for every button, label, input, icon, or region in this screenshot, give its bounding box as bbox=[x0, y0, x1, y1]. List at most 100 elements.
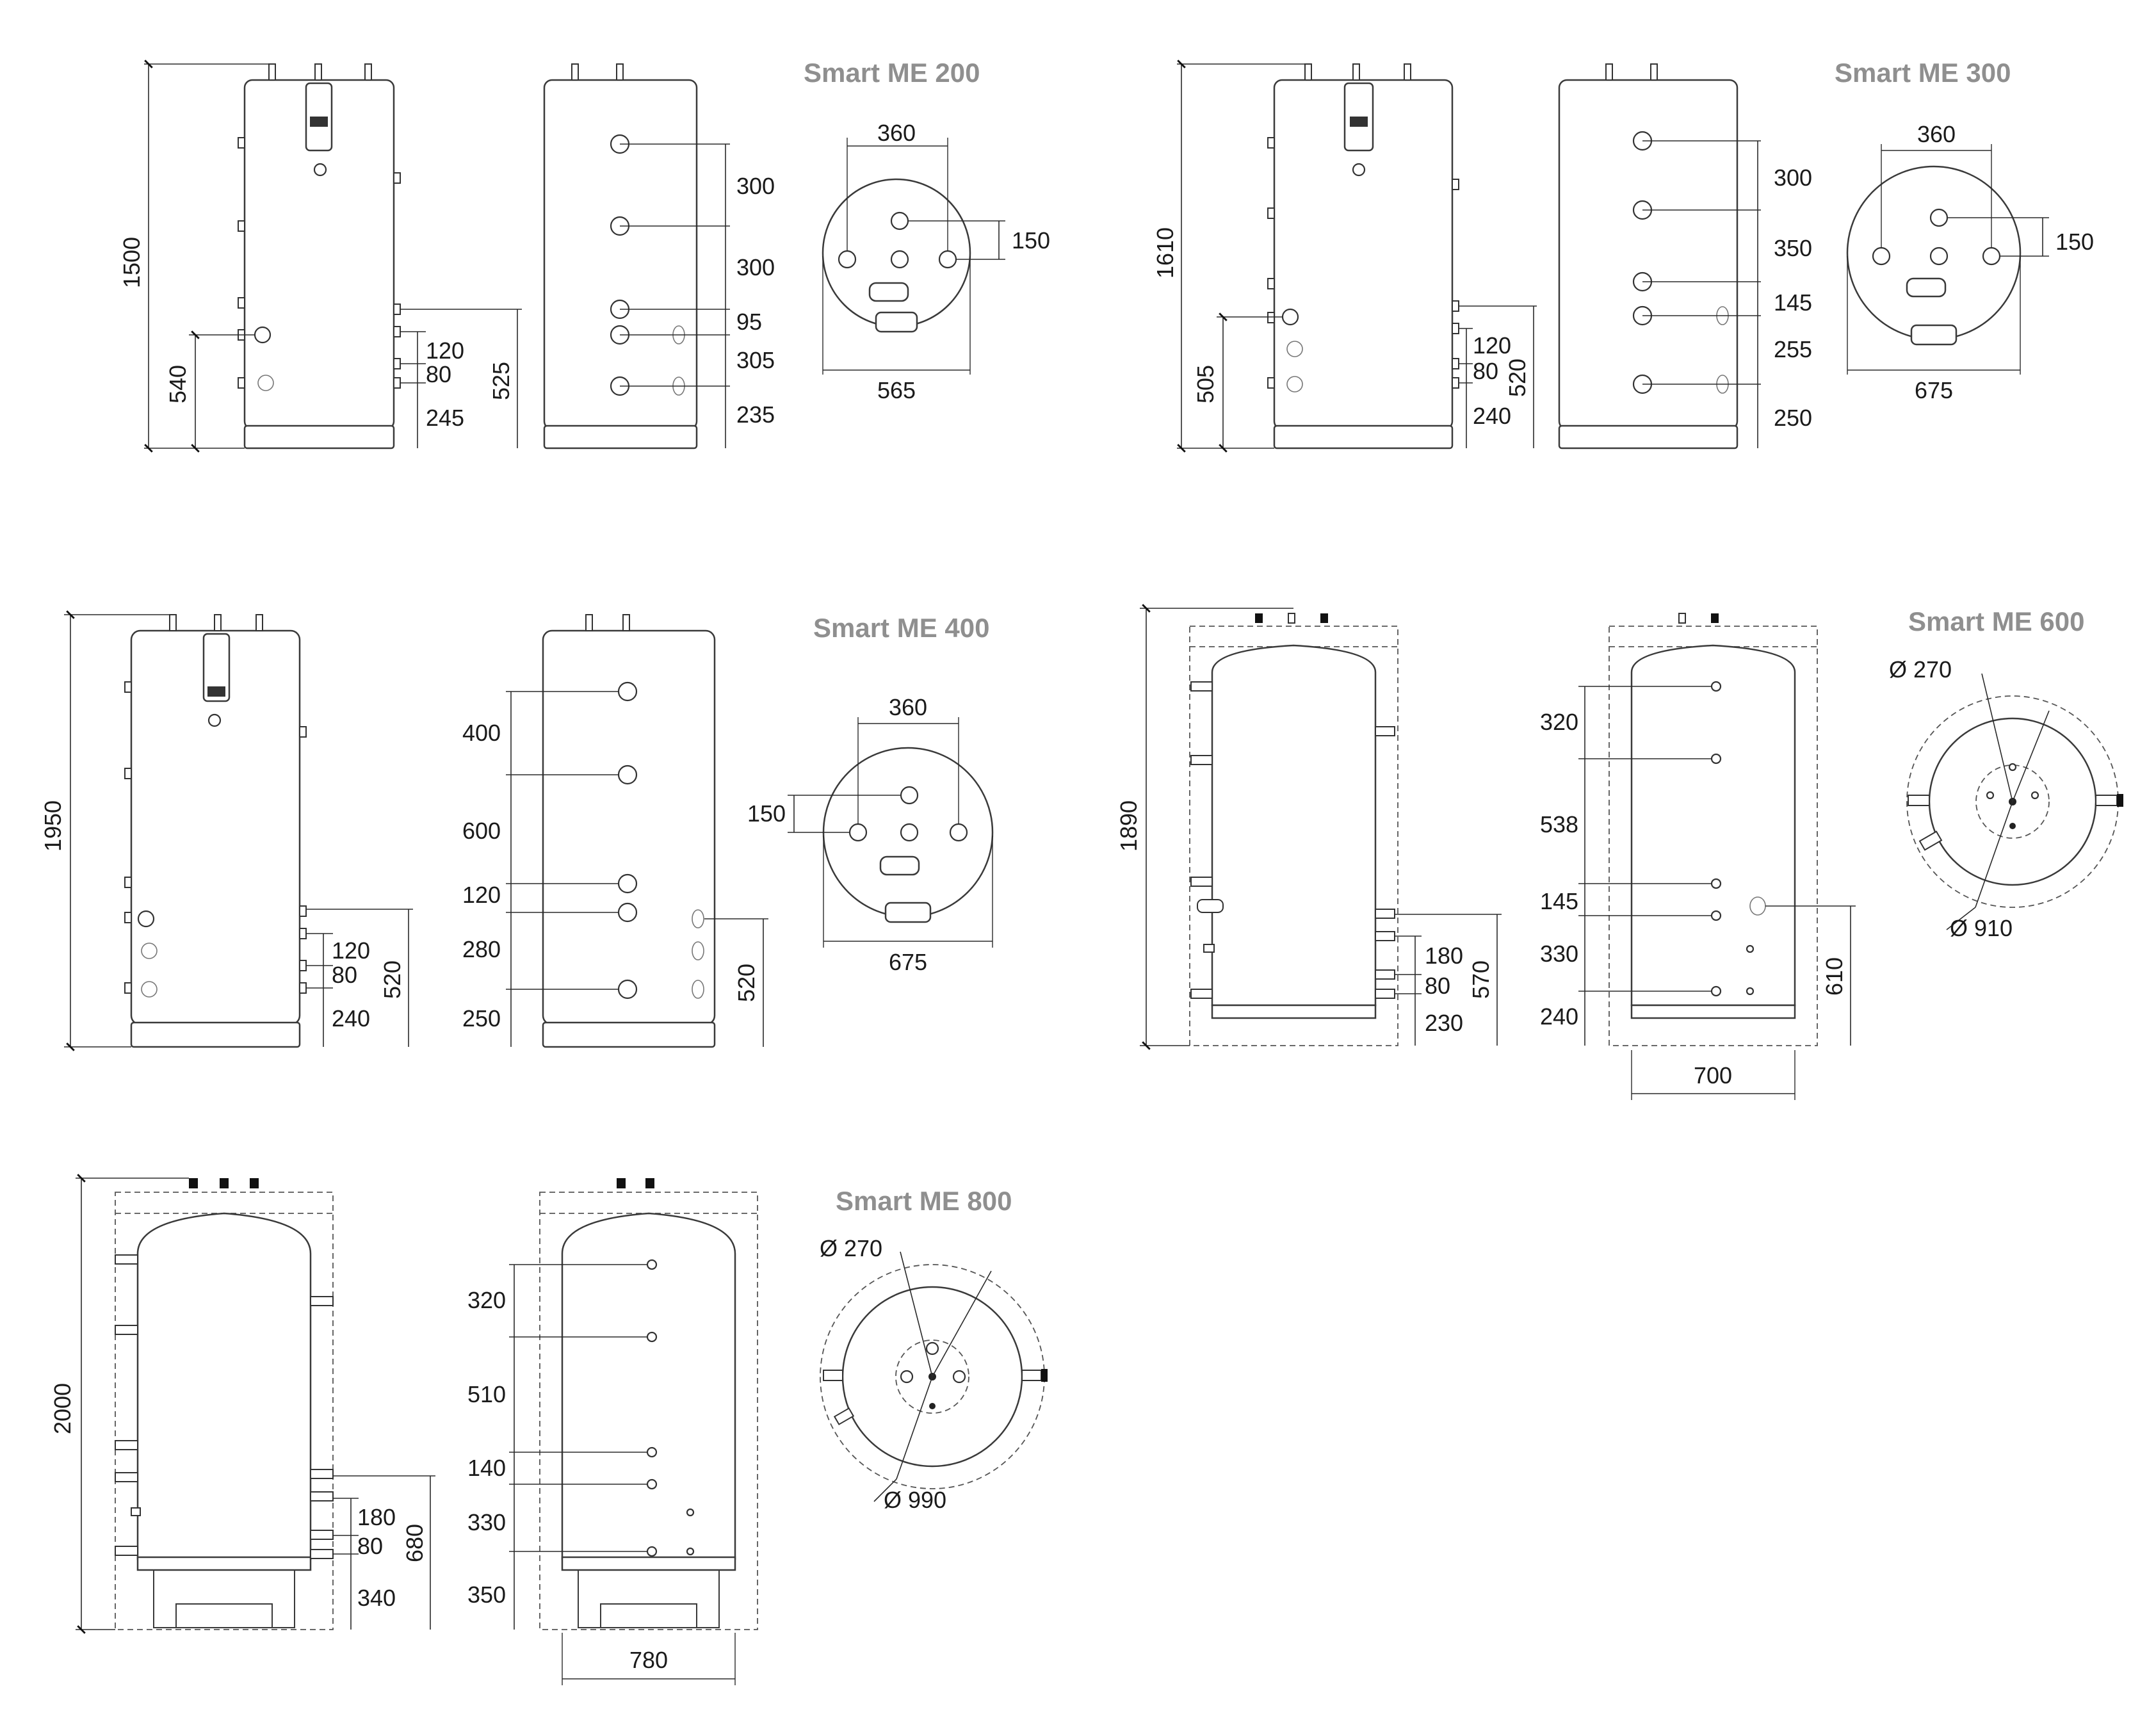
side-connection bbox=[1267, 207, 1275, 219]
leader-line bbox=[900, 1251, 933, 1377]
side-label: 330 bbox=[1540, 941, 1578, 967]
diameter-label: 565 bbox=[877, 377, 916, 403]
top-connection bbox=[255, 614, 263, 631]
top-view: 360 150 565 bbox=[822, 120, 1050, 403]
port-circle bbox=[1746, 987, 1755, 996]
side-connection bbox=[310, 1491, 334, 1502]
offset-label: 150 bbox=[2055, 229, 2094, 255]
side-connection bbox=[1190, 681, 1213, 692]
side-label: 320 bbox=[1540, 709, 1578, 735]
side-connection bbox=[1267, 137, 1275, 149]
model-me400: Smart ME 400 1950 bbox=[40, 610, 994, 1051]
port-circle bbox=[254, 326, 272, 344]
manhole-outline bbox=[1975, 765, 2050, 839]
insulation-outline bbox=[539, 1192, 758, 1630]
top-connection bbox=[314, 63, 322, 81]
top-connection bbox=[250, 1178, 259, 1188]
side-connection bbox=[823, 1370, 843, 1381]
top-connection bbox=[645, 1178, 654, 1188]
top-connection bbox=[220, 1178, 229, 1188]
right-label: 340 bbox=[357, 1585, 396, 1611]
side-label: 350 bbox=[1774, 235, 1812, 261]
control-box bbox=[875, 311, 918, 333]
side-label: 600 bbox=[462, 818, 501, 844]
side-connection bbox=[1452, 179, 1459, 190]
heater-flange bbox=[879, 855, 920, 876]
inlet-label: 540 bbox=[165, 365, 191, 403]
side-connection bbox=[310, 1530, 334, 1540]
top-connection bbox=[1605, 63, 1613, 81]
tank-stand bbox=[175, 1603, 273, 1628]
height-label: 1500 bbox=[118, 237, 145, 288]
port-side bbox=[692, 980, 704, 999]
top-connection bbox=[1320, 613, 1328, 623]
port-circle bbox=[1929, 208, 1949, 227]
tank-base bbox=[1558, 425, 1739, 449]
side-connection bbox=[1267, 377, 1275, 389]
control-panel bbox=[202, 633, 231, 702]
port-side bbox=[692, 941, 704, 960]
side-connection bbox=[115, 1254, 138, 1265]
top-connection bbox=[571, 63, 579, 81]
port-circle bbox=[1986, 791, 1995, 800]
right-label: 240 bbox=[1473, 403, 1511, 429]
top-view: Ø 270 Ø 990 bbox=[820, 1235, 1048, 1513]
manhole-outline bbox=[895, 1340, 969, 1414]
inner-diameter-label: Ø 270 bbox=[1889, 656, 1952, 683]
top-view: 360 150 675 bbox=[1846, 121, 2094, 403]
port-circle bbox=[1286, 341, 1303, 357]
side-connection bbox=[393, 304, 401, 315]
side-label: 145 bbox=[1774, 289, 1812, 316]
top-connection bbox=[1711, 613, 1719, 623]
width-label: 360 bbox=[1917, 121, 1956, 147]
front-view: 2000 180 80 340 680 bbox=[49, 1174, 435, 1634]
port-circle bbox=[952, 1370, 966, 1384]
side-connection bbox=[1190, 989, 1213, 999]
side-connection bbox=[310, 1549, 334, 1559]
offset-label: 150 bbox=[1012, 227, 1050, 254]
top-connection bbox=[214, 614, 222, 631]
side-connection bbox=[115, 1325, 138, 1335]
port-side bbox=[692, 909, 704, 928]
model-me600: Smart ME 600 1890 bbox=[1115, 604, 2123, 1100]
port-circle bbox=[141, 943, 158, 959]
top-view: 360 150 675 bbox=[747, 694, 994, 975]
side-label: 300 bbox=[736, 254, 775, 280]
top-connection bbox=[1255, 613, 1263, 623]
logo-badge bbox=[207, 686, 225, 697]
side-connection bbox=[238, 297, 245, 309]
side-label: 145 bbox=[1540, 888, 1578, 914]
port-circle bbox=[646, 1478, 658, 1490]
side-connection bbox=[131, 1507, 141, 1516]
tank-base bbox=[136, 1556, 312, 1571]
top-connection bbox=[1404, 63, 1411, 81]
control-box bbox=[884, 902, 932, 923]
tank-body bbox=[1211, 644, 1377, 1007]
insulation-outline bbox=[1609, 626, 1818, 1046]
right-total-label: 520 bbox=[379, 960, 405, 999]
side-connection bbox=[1375, 909, 1395, 919]
side-view: 300 300 95 305 235 bbox=[543, 63, 775, 449]
side-label: 255 bbox=[1774, 336, 1812, 362]
port-circle bbox=[137, 910, 155, 928]
side-connection bbox=[299, 960, 307, 971]
side-view: 400 600 120 280 250 520 bbox=[462, 614, 768, 1048]
port-circle bbox=[617, 902, 638, 923]
heater-flange bbox=[868, 282, 909, 302]
height-label: 1950 bbox=[40, 800, 66, 852]
side-connection bbox=[299, 928, 307, 939]
port-circle bbox=[2008, 763, 2017, 772]
port-circle bbox=[686, 1547, 695, 1556]
side-connection bbox=[124, 982, 132, 994]
side-view: 300 350 145 255 250 bbox=[1558, 63, 1812, 449]
tank-body bbox=[1630, 644, 1796, 1007]
port-circle bbox=[1286, 376, 1303, 393]
right-total-label: 610 bbox=[1821, 957, 1847, 996]
port-circle bbox=[1982, 247, 2001, 266]
side-connection bbox=[299, 905, 307, 917]
right-total-label: 680 bbox=[401, 1524, 428, 1562]
side-connection bbox=[310, 1469, 334, 1479]
side-label: 95 bbox=[736, 309, 762, 335]
port-circle bbox=[900, 823, 919, 842]
